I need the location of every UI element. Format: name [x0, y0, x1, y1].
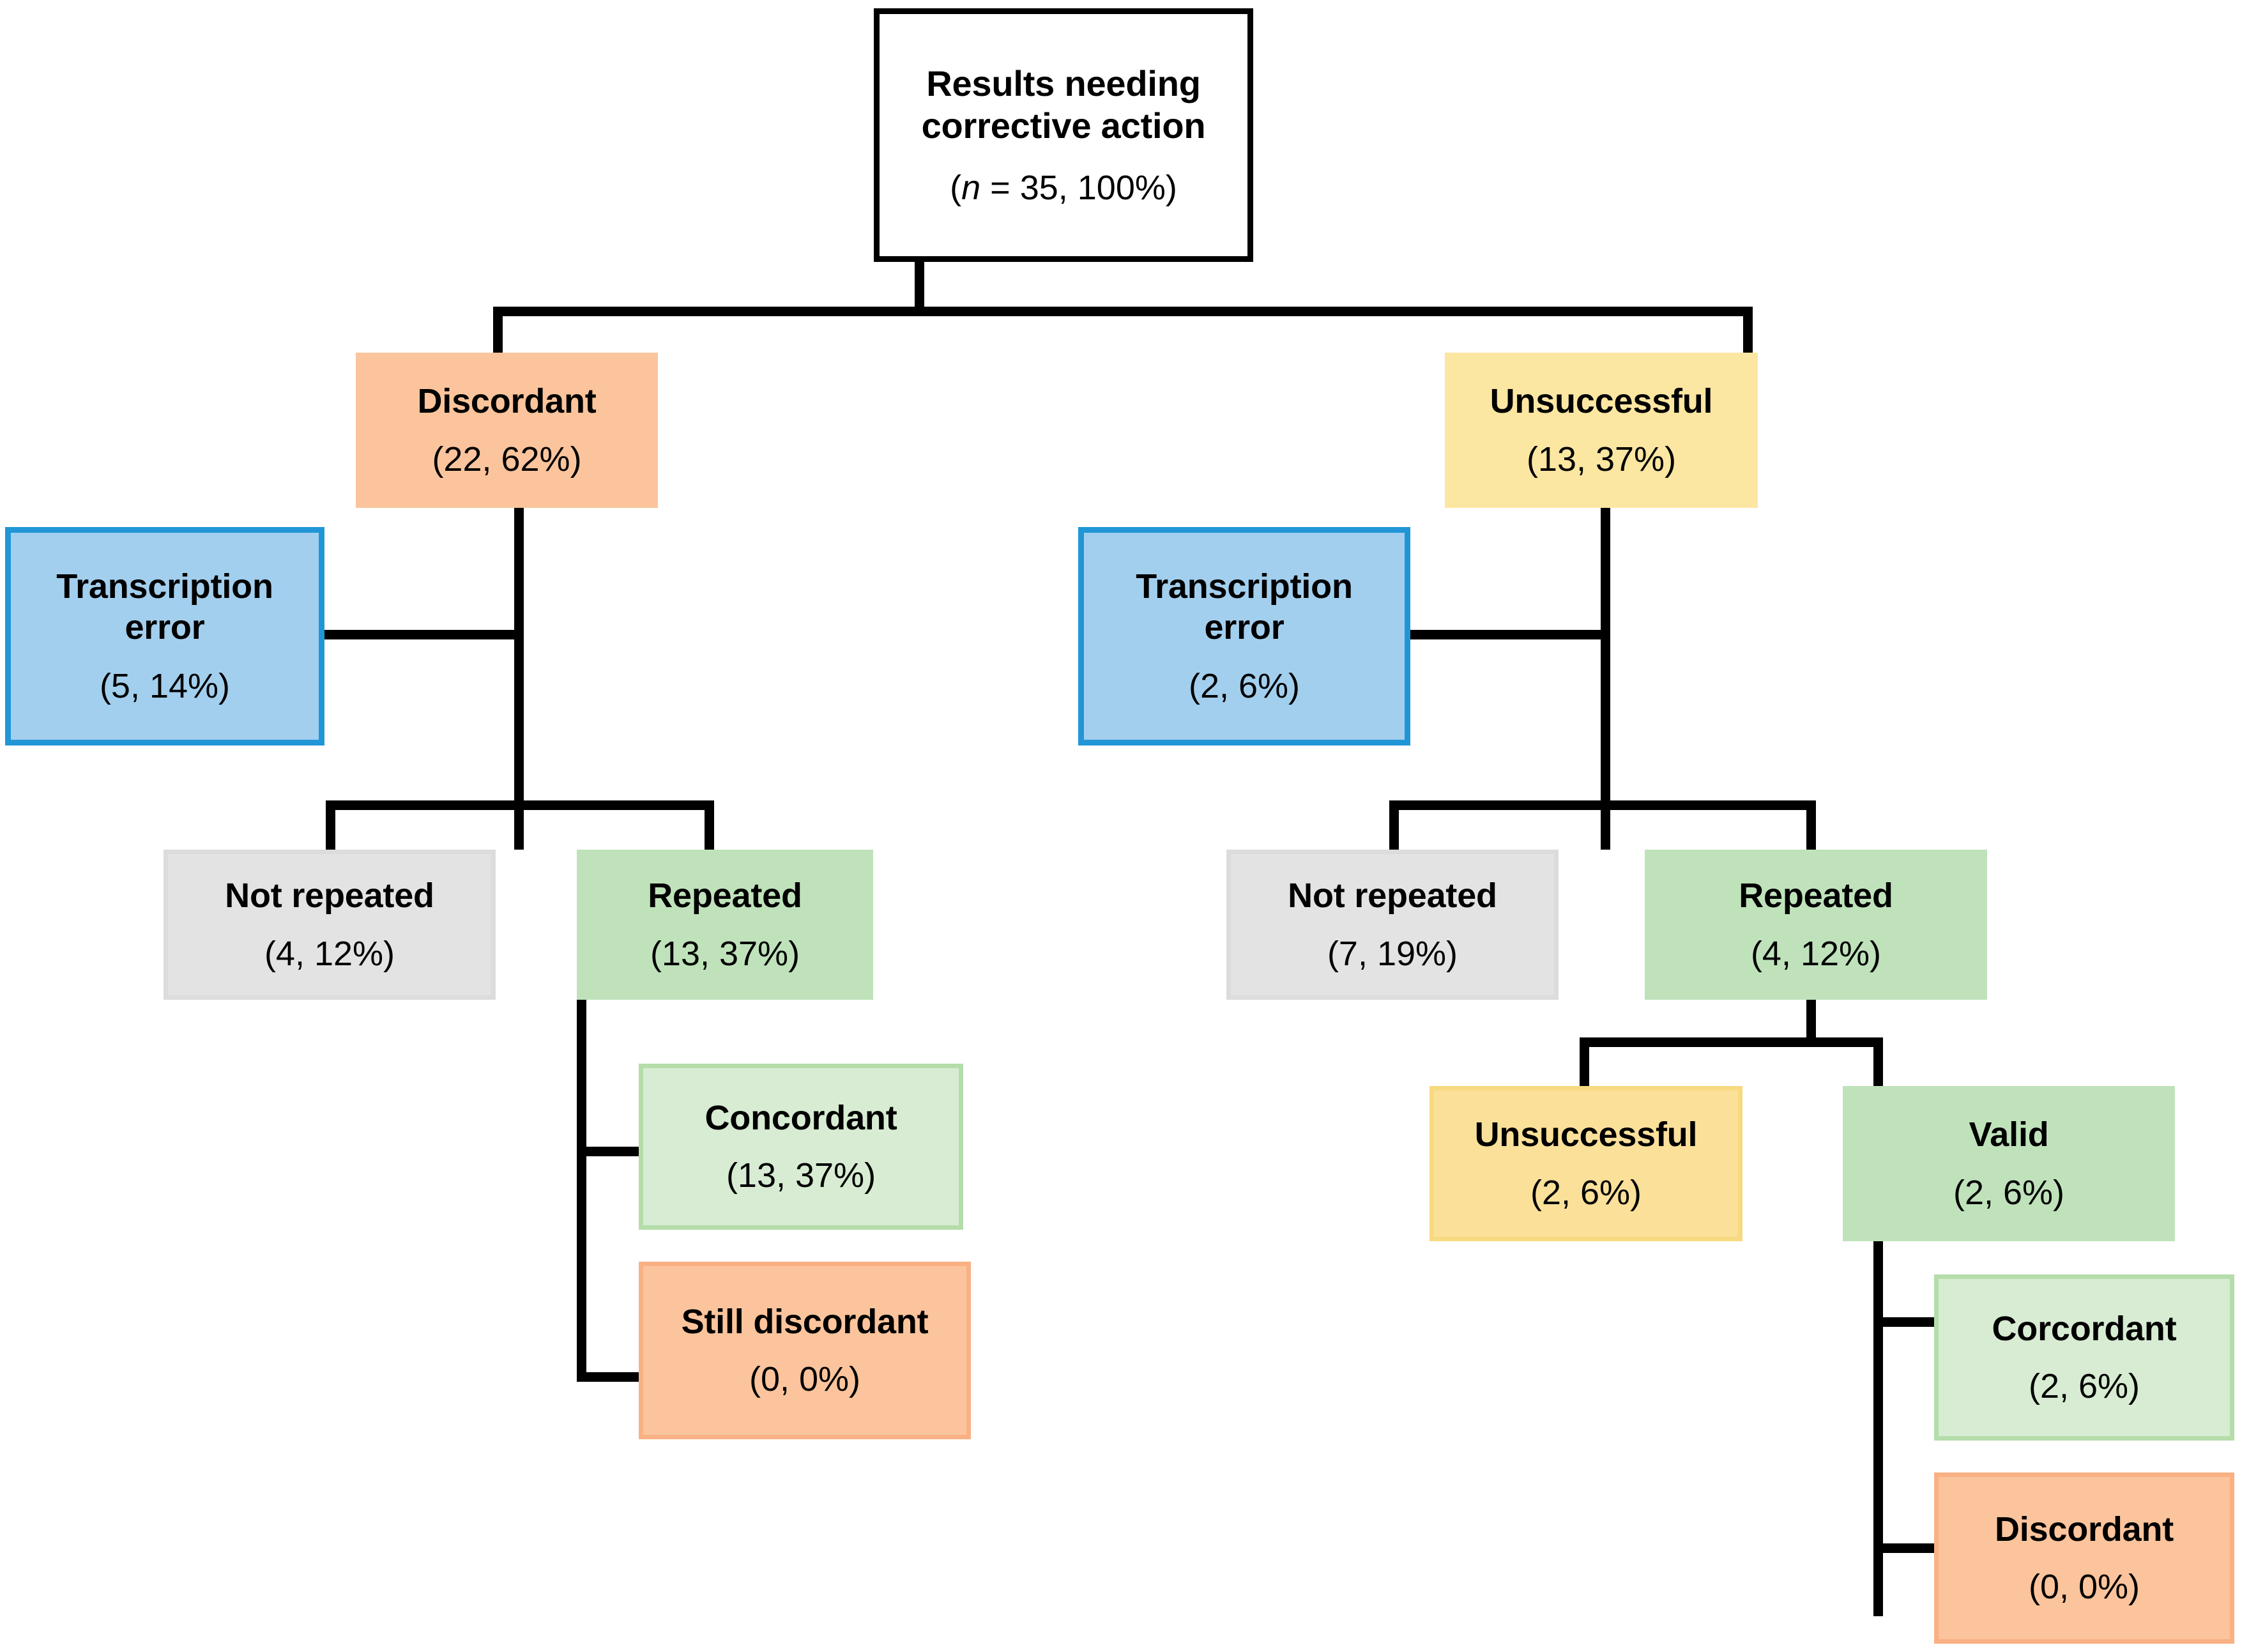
node-discordant-leaf[interactable]: Discordant (0, 0%)	[1934, 1472, 2234, 1644]
connector-repeated-right-stem	[1806, 998, 1816, 1042]
node-valid-title: Valid	[1969, 1115, 2049, 1154]
node-transcription-error-right-title: Transcription error	[1136, 567, 1353, 646]
connector-discordant-split-bar	[326, 800, 714, 810]
node-transcription-error-left-title: Transcription error	[56, 567, 273, 646]
node-concordant-left[interactable]: Concordant (13, 37%)	[639, 1064, 963, 1230]
node-not-repeated-right[interactable]: Not repeated (7, 19%)	[1226, 850, 1559, 1000]
node-repeated-left-title: Repeated	[648, 876, 802, 915]
node-not-repeated-right-count: (7, 19%)	[1327, 934, 1458, 973]
node-discordant-title: Discordant	[417, 382, 597, 421]
node-transcription-error-right[interactable]: Transcription error (2, 6%)	[1078, 527, 1410, 746]
connector-discordant-trunk	[514, 505, 524, 850]
connector-root-stem	[915, 256, 924, 312]
node-unsuccessful-title: Unsuccessful	[1490, 382, 1713, 421]
node-repeated-right-title: Repeated	[1739, 876, 1893, 915]
connector-to-repeated-left	[705, 800, 714, 855]
node-root[interactable]: Results needing corrective action (n = 3…	[874, 8, 1253, 262]
connector-root-bar	[493, 307, 1753, 316]
node-discordant-count: (22, 62%)	[432, 440, 582, 478]
connector-to-repeated-right	[1806, 800, 1816, 855]
connector-to-unsuccessful	[1743, 307, 1753, 356]
connector-to-discordant	[493, 307, 503, 356]
node-discordant-leaf-title: Discordant	[1994, 1510, 2174, 1549]
node-discordant[interactable]: Discordant (22, 62%)	[356, 353, 658, 508]
node-still-discordant[interactable]: Still discordant (0, 0%)	[639, 1262, 971, 1439]
node-repeated-right[interactable]: Repeated (4, 12%)	[1645, 850, 1987, 1000]
connector-to-valid	[1873, 1037, 1883, 1090]
node-transcription-error-left-count: (5, 14%)	[99, 667, 231, 706]
node-valid[interactable]: Valid (2, 6%)	[1843, 1086, 2175, 1241]
node-corcordant-count: (2, 6%)	[2028, 1367, 2140, 1405]
node-transcription-error-left[interactable]: Transcription error (5, 14%)	[5, 527, 324, 746]
node-root-count: (n = 35, 100%)	[950, 169, 1177, 208]
node-unsuccessful-leaf-count: (2, 6%)	[1530, 1173, 1642, 1212]
node-discordant-leaf-count: (0, 0%)	[2028, 1568, 2140, 1606]
node-not-repeated-left-count: (4, 12%)	[264, 934, 395, 973]
node-repeated-left-count: (13, 37%)	[650, 934, 800, 973]
node-corcordant-title: Corcordant	[1992, 1309, 2177, 1348]
node-concordant-left-count: (13, 37%)	[726, 1156, 876, 1195]
connector-repeated-right-bar	[1580, 1037, 1883, 1047]
node-unsuccessful-count: (13, 37%)	[1526, 440, 1677, 478]
connector-to-not-repeated-right	[1389, 800, 1399, 855]
connector-to-not-repeated-left	[326, 800, 335, 855]
connector-to-unsuccessful-leaf	[1580, 1037, 1589, 1090]
node-unsuccessful[interactable]: Unsuccessful (13, 37%)	[1445, 353, 1758, 508]
node-transcription-error-right-count: (2, 6%)	[1188, 667, 1300, 706]
node-unsuccessful-leaf-title: Unsuccessful	[1474, 1115, 1698, 1154]
node-unsuccessful-leaf[interactable]: Unsuccessful (2, 6%)	[1429, 1086, 1742, 1241]
connector-unsuccessful-split-bar	[1389, 800, 1816, 810]
connector-discordant-to-transcription	[318, 630, 524, 639]
node-corcordant[interactable]: Corcordant (2, 6%)	[1934, 1274, 2234, 1441]
node-still-discordant-title: Still discordant	[681, 1302, 929, 1341]
node-root-title: Results needing corrective action	[921, 63, 1206, 146]
connector-repeated-left-trunk	[577, 998, 586, 1382]
node-not-repeated-left[interactable]: Not repeated (4, 12%)	[164, 850, 496, 1000]
node-not-repeated-right-title: Not repeated	[1288, 876, 1497, 915]
connector-unsuccessful-to-transcription	[1404, 630, 1610, 639]
node-not-repeated-left-title: Not repeated	[225, 876, 434, 915]
connector-unsuccessful-trunk	[1601, 505, 1610, 850]
node-repeated-right-count: (4, 12%)	[1750, 934, 1882, 973]
node-repeated-left[interactable]: Repeated (13, 37%)	[577, 850, 873, 1000]
node-valid-count: (2, 6%)	[1953, 1173, 2065, 1212]
node-concordant-left-title: Concordant	[705, 1098, 897, 1137]
node-still-discordant-count: (0, 0%)	[749, 1360, 861, 1398]
connector-valid-trunk	[1873, 1233, 1883, 1616]
